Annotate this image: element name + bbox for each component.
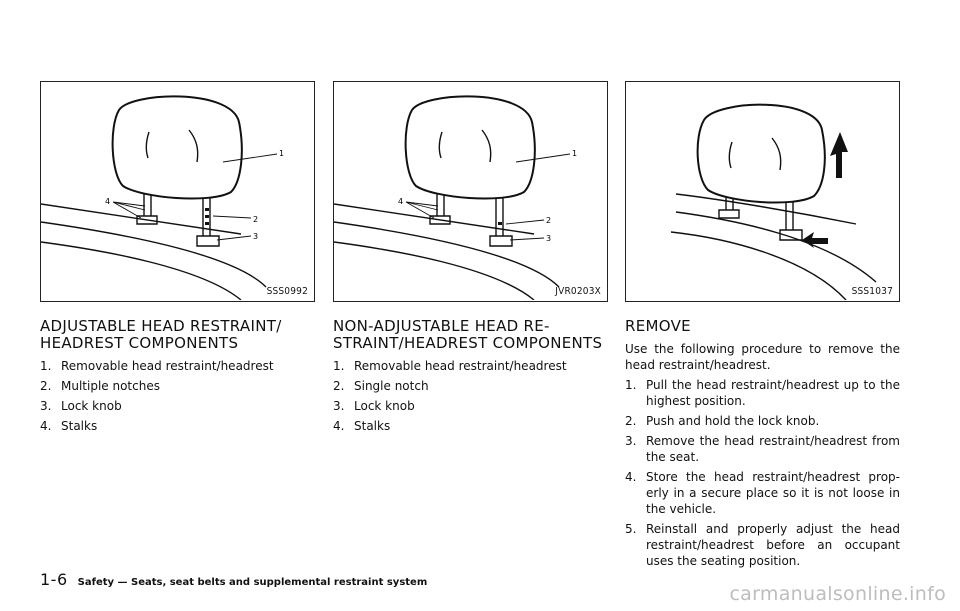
item-number: 4.: [333, 419, 345, 433]
item-number: 2.: [333, 379, 345, 393]
item-text: Removable head restraint/headrest: [61, 359, 274, 373]
page-number: 1-6: [40, 570, 68, 589]
callout-3: 3: [546, 234, 551, 243]
figure-code: JVR0203X: [555, 286, 601, 297]
list-item: 2. Multiple notches: [40, 378, 320, 394]
section-heading: ADJUSTABLE HEAD RESTRAINT/ HEADREST COMP…: [40, 318, 320, 352]
item-text: Removable head restraint/headrest: [354, 359, 567, 373]
list-item: 1. Pull the head restraint/headrest up to…: [625, 377, 900, 409]
heading-line: NON-ADJUSTABLE HEAD RE-: [333, 317, 550, 335]
watermark: carmanualsonline.info: [729, 583, 946, 605]
step-number: 5.: [625, 522, 637, 536]
callout-1: 1: [572, 149, 577, 158]
heading-line: HEADREST COMPONENTS: [40, 334, 239, 352]
step-number: 1.: [625, 378, 637, 392]
component-list: 1. Removable head restraint/headrest 2. Mu…: [40, 358, 320, 434]
step-text: Push and hold the lock knob.: [646, 414, 820, 428]
section-intro: Use the following procedure to remove th…: [625, 342, 900, 372]
item-number: 2.: [40, 379, 52, 393]
step-number: 2.: [625, 414, 637, 428]
callout-2: 2: [546, 216, 551, 225]
list-item: 4. Stalks: [40, 418, 320, 434]
list-item: 2. Push and hold the lock knob.: [625, 413, 900, 429]
item-number: 3.: [40, 399, 52, 413]
list-item: 3. Remove the head restraint/headrest fro…: [625, 433, 900, 465]
callout-4: 4: [105, 197, 110, 206]
section-remove: REMOVE Use the following procedure to re…: [625, 318, 900, 573]
section-non-adjustable-components: NON-ADJUSTABLE HEAD RE- STRAINT/HEADREST…: [333, 318, 613, 438]
callout-4: 4: [398, 197, 403, 206]
callout-2: 2: [253, 215, 258, 224]
figure-adjustable-headrest: 1 2 3 4 SSS0992: [40, 81, 315, 302]
section-heading: REMOVE: [625, 317, 691, 335]
list-item: 3. Lock knob: [333, 398, 613, 414]
heading-line: STRAINT/HEADREST COMPONENTS: [333, 334, 603, 352]
figure-non-adjustable-headrest: 1 2 3 4 JVR0203X: [333, 81, 608, 302]
step-text: Reinstall and properly adjust the head r…: [646, 522, 900, 568]
item-number: 1.: [333, 359, 345, 373]
figure-code: SSS1037: [851, 286, 893, 297]
item-text: Lock knob: [354, 399, 415, 413]
list-item: 5. Reinstall and properly adjust the head…: [625, 521, 900, 569]
page-footer: 1-6 Safety — Seats, seat belts and suppl…: [40, 570, 427, 589]
figure-remove-headrest: SSS1037: [625, 81, 900, 302]
item-text: Stalks: [61, 419, 98, 433]
list-item: 3. Lock knob: [40, 398, 320, 414]
heading-line: ADJUSTABLE HEAD RESTRAINT/: [40, 317, 282, 335]
item-number: 3.: [333, 399, 345, 413]
step-number: 3.: [625, 434, 637, 448]
step-text: Store the head restraint/headrest prop-e…: [646, 470, 900, 516]
step-text: Remove the head restraint/headrest from …: [646, 434, 900, 464]
procedure-steps: 1. Pull the head restraint/headrest up to…: [625, 377, 900, 569]
item-number: 4.: [40, 419, 52, 433]
section-heading: NON-ADJUSTABLE HEAD RE- STRAINT/HEADREST…: [333, 318, 613, 352]
callout-3: 3: [253, 232, 258, 241]
headrest-removal-illustration: [670, 103, 877, 300]
list-item: 1. Removable head restraint/headrest: [40, 358, 320, 374]
up-arrow-icon: [830, 132, 848, 178]
list-item: 2. Single notch: [333, 378, 613, 394]
headrest-illustration: 1 2 3 4: [334, 95, 577, 300]
item-text: Stalks: [354, 419, 391, 433]
push-arrow-icon: [802, 232, 828, 248]
headrest-illustration: 1 2 3 4: [41, 95, 284, 300]
callout-1: 1: [279, 149, 284, 158]
item-text: Single notch: [354, 379, 429, 393]
component-list: 1. Removable head restraint/headrest 2. Si…: [333, 358, 613, 434]
section-title: Safety — Seats, seat belts and supplemen…: [77, 577, 428, 588]
list-item: 1. Removable head restraint/headrest: [333, 358, 613, 374]
item-text: Lock knob: [61, 399, 122, 413]
figure-code: SSS0992: [266, 286, 308, 297]
item-text: Multiple notches: [61, 379, 160, 393]
list-item: 4. Store the head restraint/headrest prop…: [625, 469, 900, 517]
step-text: Pull the head restraint/headrest up to t…: [646, 378, 900, 408]
step-number: 4.: [625, 470, 637, 484]
list-item: 4. Stalks: [333, 418, 613, 434]
section-adjustable-components: ADJUSTABLE HEAD RESTRAINT/ HEADREST COMP…: [40, 318, 320, 438]
item-number: 1.: [40, 359, 52, 373]
